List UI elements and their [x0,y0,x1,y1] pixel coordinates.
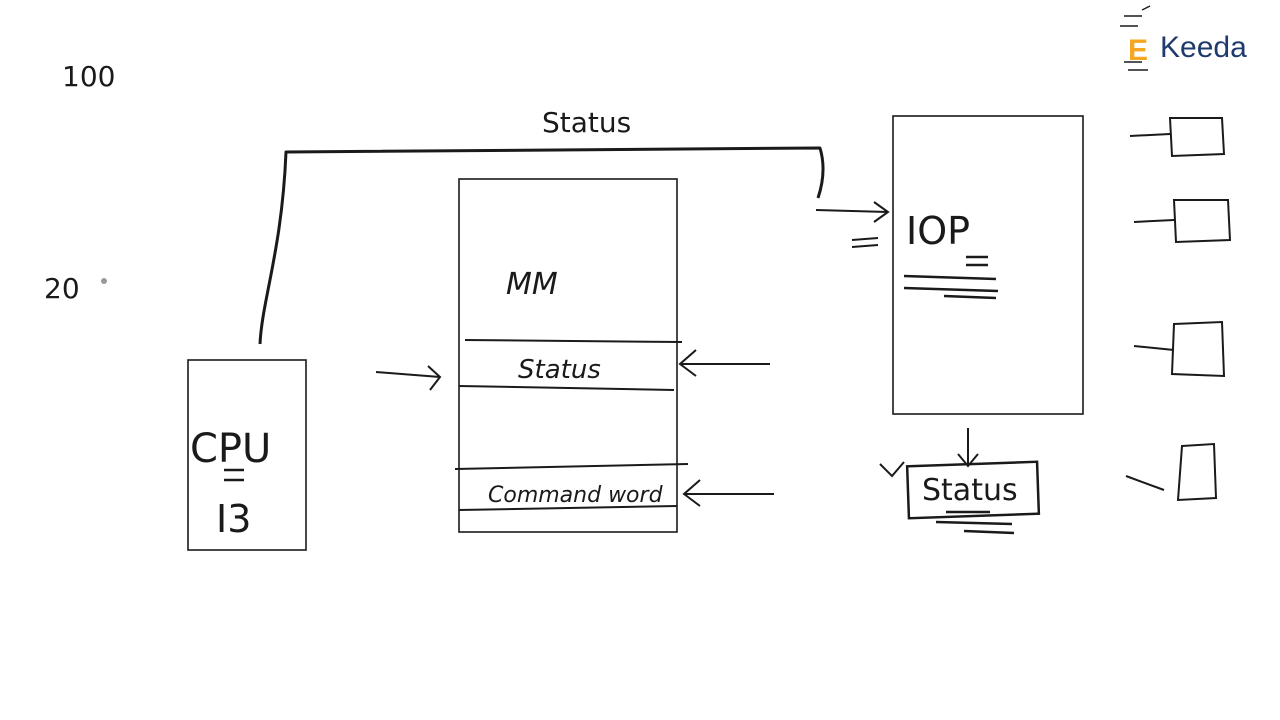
io-device-1 [1129,117,1226,158]
equals-mark [851,237,879,248]
arrow-into-iop-status [957,428,979,468]
mm-divider [464,339,683,343]
status-bus-line [258,146,825,345]
iop-box [892,115,1084,415]
circuit-logo-icon [1120,5,1151,71]
arrow-cpu-to-mm [375,365,442,391]
main-memory-label: MM [506,267,558,302]
io-device-3 [1133,320,1226,378]
iop-status-box [905,460,1041,520]
io-device-2 [1133,199,1232,244]
mm-divider [458,505,678,511]
logo-text: Keeda [1160,31,1247,64]
mm-divider [458,385,675,391]
iop-label: IOP [906,209,970,253]
tick-mark [879,461,905,478]
mm-status-row-label: Status [518,355,601,385]
io-device-4 [1125,442,1218,502]
arrow-into-command-row [682,479,774,507]
mm-command-row-label: Command word [488,483,664,508]
ekeeda-logo: E Keeda [1120,5,1247,71]
cpu-equals-mark [224,468,244,482]
logo-letter: E [1128,34,1148,67]
iop-underline-marks [903,255,999,300]
dot-mark [101,278,107,284]
main-memory-box [458,178,678,533]
arrow-into-status-row [678,349,770,377]
mm-divider [454,463,689,470]
note-20: 20 [44,272,80,305]
cpu-sub-label: I3 [216,497,251,541]
note-100: 100 [62,60,115,93]
arrow-bus-to-iop [815,201,890,223]
status-underline-marks [935,510,1015,535]
cpu-label: CPU [190,426,271,472]
iop-status-label: Status [922,473,1018,508]
cpu-box [187,359,307,551]
bus-status-label: Status [542,106,631,139]
